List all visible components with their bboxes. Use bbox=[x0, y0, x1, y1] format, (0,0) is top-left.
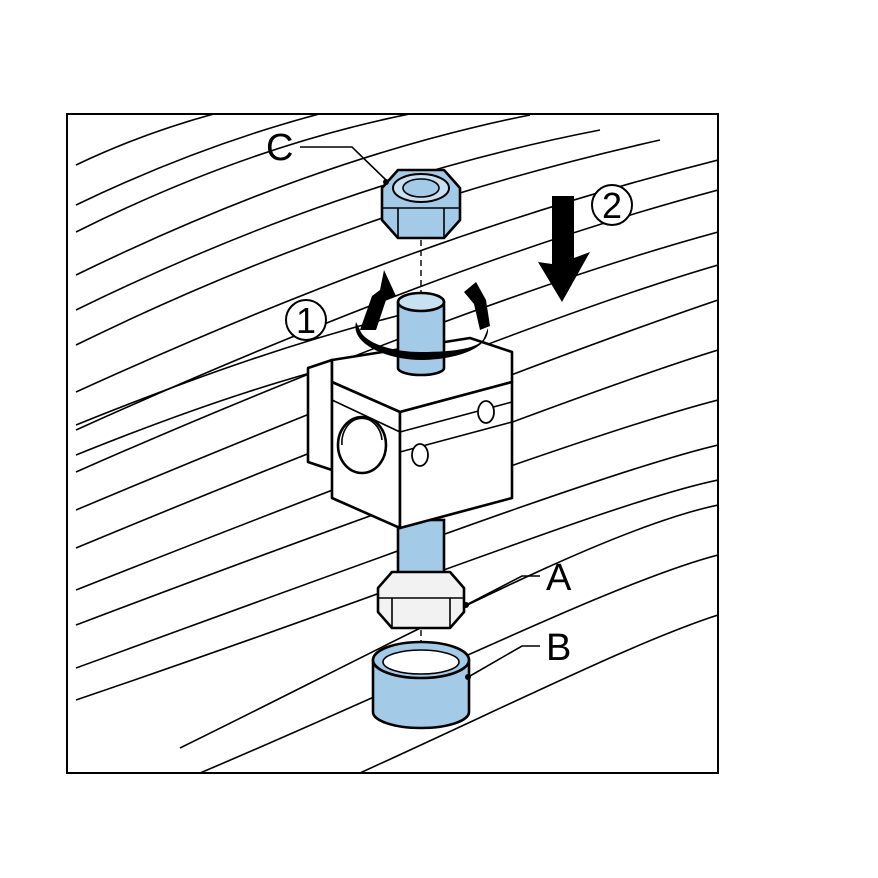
label-b: B bbox=[546, 627, 571, 669]
step-2-number: 2 bbox=[602, 185, 622, 226]
nut-c bbox=[380, 168, 462, 240]
step-2-marker: 2 bbox=[591, 184, 633, 226]
rotate-arrows-icon bbox=[355, 270, 490, 360]
label-c: C bbox=[266, 127, 293, 169]
clamp-block bbox=[306, 336, 514, 530]
sleeve-b bbox=[371, 640, 471, 730]
step-1-marker: 1 bbox=[285, 299, 327, 341]
rail-background bbox=[75, 114, 718, 773]
step-1-number: 1 bbox=[296, 300, 316, 341]
nut-a bbox=[376, 570, 466, 630]
callout-leaders bbox=[300, 146, 540, 680]
label-a: A bbox=[546, 557, 572, 599]
bolt-stud bbox=[396, 291, 446, 377]
arrow-down-icon bbox=[538, 196, 590, 302]
